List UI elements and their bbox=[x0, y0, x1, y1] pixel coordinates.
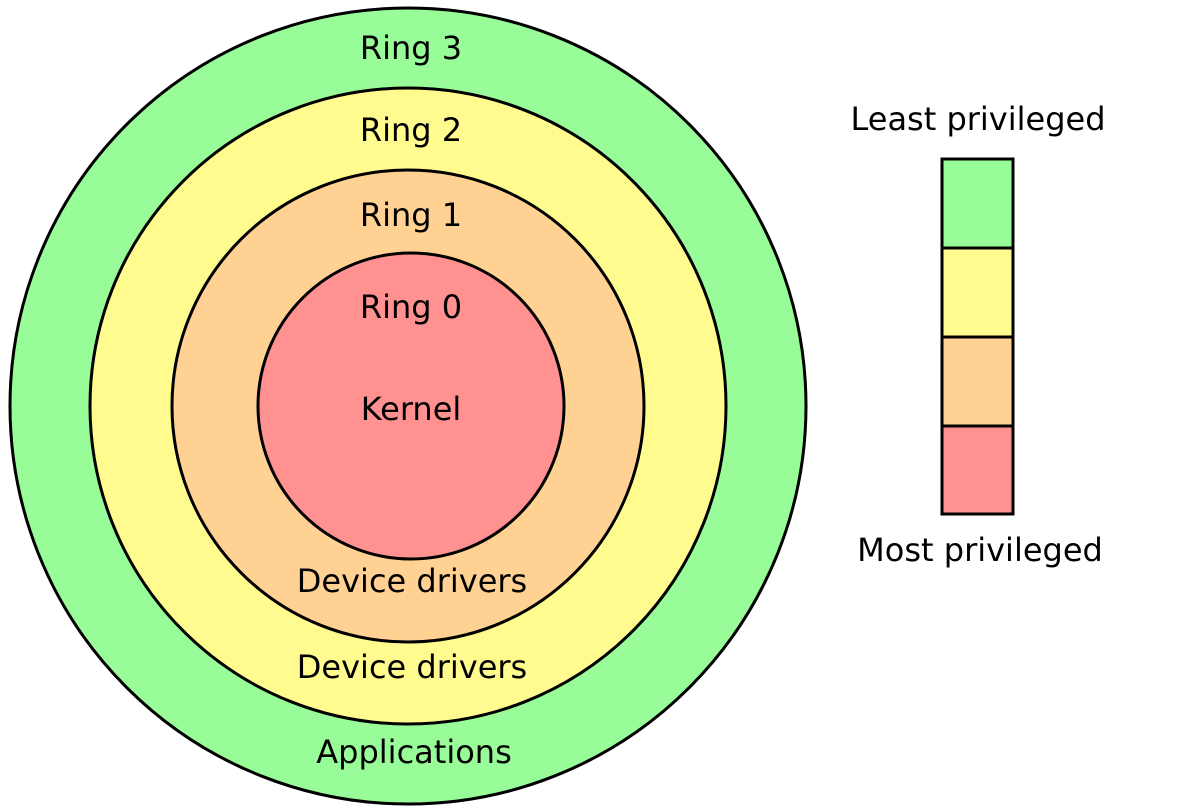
legend-cell-ring-0 bbox=[940, 424, 1015, 516]
ring-1-label: Ring 1 bbox=[360, 196, 462, 234]
legend-cell-ring-3 bbox=[940, 157, 1015, 250]
ring-1-role-label: Device drivers bbox=[297, 562, 527, 600]
least-privileged-label: Least privileged bbox=[850, 100, 1105, 138]
legend-cell-ring-1 bbox=[940, 335, 1015, 428]
applications-label: Applications bbox=[316, 733, 511, 771]
ring-0-circle bbox=[256, 251, 566, 561]
rings-group bbox=[8, 6, 808, 806]
legend-cell-ring-2 bbox=[940, 246, 1015, 339]
ring-0-label: Ring 0 bbox=[360, 288, 462, 326]
most-privileged-label: Most privileged bbox=[857, 531, 1103, 569]
ring-2-role-label: Device drivers bbox=[297, 648, 527, 686]
privilege-legend: Least privileged Most privileged bbox=[850, 100, 1105, 569]
ring-3-label: Ring 3 bbox=[360, 29, 462, 67]
ring-2-label: Ring 2 bbox=[360, 111, 462, 149]
kernel-label: Kernel bbox=[361, 390, 462, 428]
